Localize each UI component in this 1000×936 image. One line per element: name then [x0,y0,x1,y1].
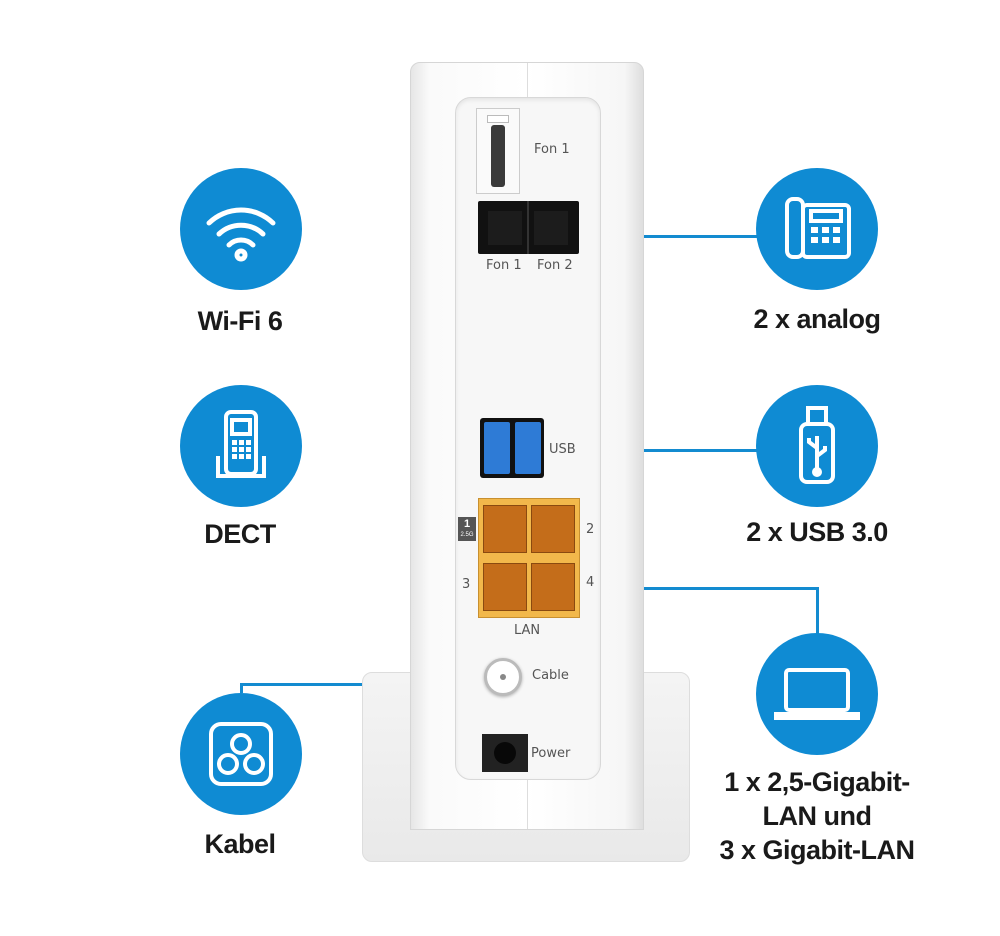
router-port-panel: Fon 1 Fon 1 Fon 2 USB 1 2.5G 2 3 4 LAN C… [455,97,601,780]
usb-ports [480,418,544,478]
coax-socket-icon [209,722,273,786]
feature-label-kabel: Kabel [204,829,276,859]
cable-feature-circle [180,693,302,815]
rj11-label-fon2: Fon 2 [537,258,573,273]
wifi-icon [206,207,276,262]
coax-port [484,658,522,696]
usb-feature-circle [756,385,878,507]
connector-line-usb [644,449,759,452]
connector-line-analog [644,235,759,238]
lan-label-3: 3 [462,577,471,592]
tae-label: Fon 1 [534,142,570,157]
usb-label: USB [549,442,576,457]
lan-label-2: 2 [586,522,595,537]
analog-feature-circle [756,168,878,290]
laptop-icon [774,668,860,720]
lan-ports [478,498,580,618]
connector-line-cable-down [240,683,243,693]
usb-stick-icon [799,406,835,484]
connector-line-lan [644,587,819,590]
lan-2.5g-badge: 1 2.5G [458,517,476,541]
power-label: Power [531,746,571,761]
rj11-sockets [478,201,579,254]
connector-line-lan-down [816,587,819,635]
feature-label-analog: 2 x analog [753,304,881,334]
lan-label-4: 4 [586,575,595,590]
dect-feature-circle [180,385,302,507]
dect-phone-icon [216,410,266,478]
cable-label: Cable [532,668,569,683]
feature-label-lan: 1 x 2,5-Gigabit- LAN und 3 x Gigabit-LAN [719,767,915,865]
feature-label-wifi: Wi-Fi 6 [197,306,283,336]
lan-feature-circle [756,633,878,755]
wifi-feature-circle [180,168,302,290]
lan-label: LAN [514,623,541,638]
feature-label-dect: DECT [204,519,276,549]
connector-line-cable [240,683,378,686]
power-port [482,734,528,772]
rj11-label-fon1: Fon 1 [486,258,522,273]
tae-socket [476,108,520,194]
analog-phone-icon [785,197,851,259]
feature-label-usb: 2 x USB 3.0 [746,517,888,547]
